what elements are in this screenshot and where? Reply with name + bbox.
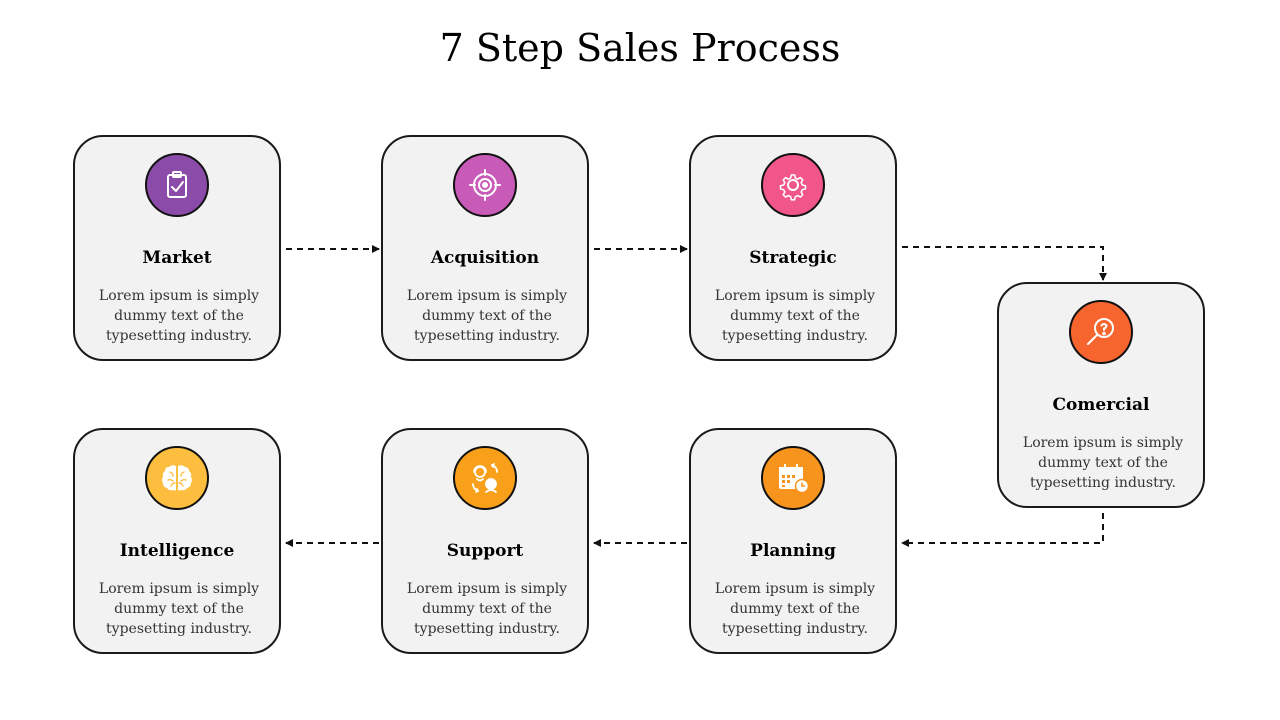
step-icon-circle <box>761 446 825 510</box>
team-support-icon <box>472 463 498 493</box>
step-description: Lorem ipsum is simply dummy text of the … <box>406 288 568 344</box>
step-label: Strategic <box>749 248 837 268</box>
step-icon-circle <box>453 153 517 217</box>
magnifier-question-icon <box>1087 318 1114 345</box>
step-icon-circle <box>453 446 517 510</box>
step-description: Lorem ipsum is simply dummy text of the … <box>406 581 568 637</box>
step-card-market: Market Lorem ipsum is simply dummy text … <box>73 135 281 361</box>
connector-strategic-comercial <box>902 246 1107 281</box>
step-card-strategic: Strategic Lorem ipsum is simply dummy te… <box>689 135 897 361</box>
step-card-planning: Planning Lorem ipsum is simply dummy tex… <box>689 428 897 654</box>
step-icon-circle <box>145 153 209 217</box>
step-description: Lorem ipsum is simply dummy text of the … <box>714 288 876 344</box>
step-label: Intelligence <box>119 541 235 561</box>
step-card-support: Support Lorem ipsum is simply dummy text… <box>381 428 589 654</box>
step-description: Lorem ipsum is simply dummy text of the … <box>98 288 260 344</box>
step-label: Support <box>446 541 524 561</box>
brain-icon <box>162 465 192 491</box>
clipboard-check-icon <box>167 171 187 198</box>
step-label: Acquisition <box>430 248 540 268</box>
calendar-clock-icon <box>779 464 810 494</box>
step-label: Market <box>142 248 212 268</box>
step-icon-circle <box>1069 300 1133 364</box>
connector-comercial-planning <box>901 513 1104 547</box>
step-icon-circle <box>761 153 825 217</box>
target-icon <box>469 169 501 201</box>
step-icon-circle <box>145 446 209 510</box>
step-card-acquisition: Acquisition Lorem ipsum is simply dummy … <box>381 135 589 361</box>
step-description: Lorem ipsum is simply dummy text of the … <box>714 581 876 637</box>
step-card-intelligence: Intelligence Lorem ipsum is simply dummy… <box>73 428 281 654</box>
page-title: 7 Step Sales Process <box>439 26 841 70</box>
gear-icon <box>779 174 807 201</box>
step-card-comercial: Comercial Lorem ipsum is simply dummy te… <box>997 282 1205 508</box>
step-label: Comercial <box>1052 395 1150 415</box>
step-description: Lorem ipsum is simply dummy text of the … <box>1022 435 1184 491</box>
step-label: Planning <box>750 541 836 561</box>
step-description: Lorem ipsum is simply dummy text of the … <box>98 581 260 637</box>
